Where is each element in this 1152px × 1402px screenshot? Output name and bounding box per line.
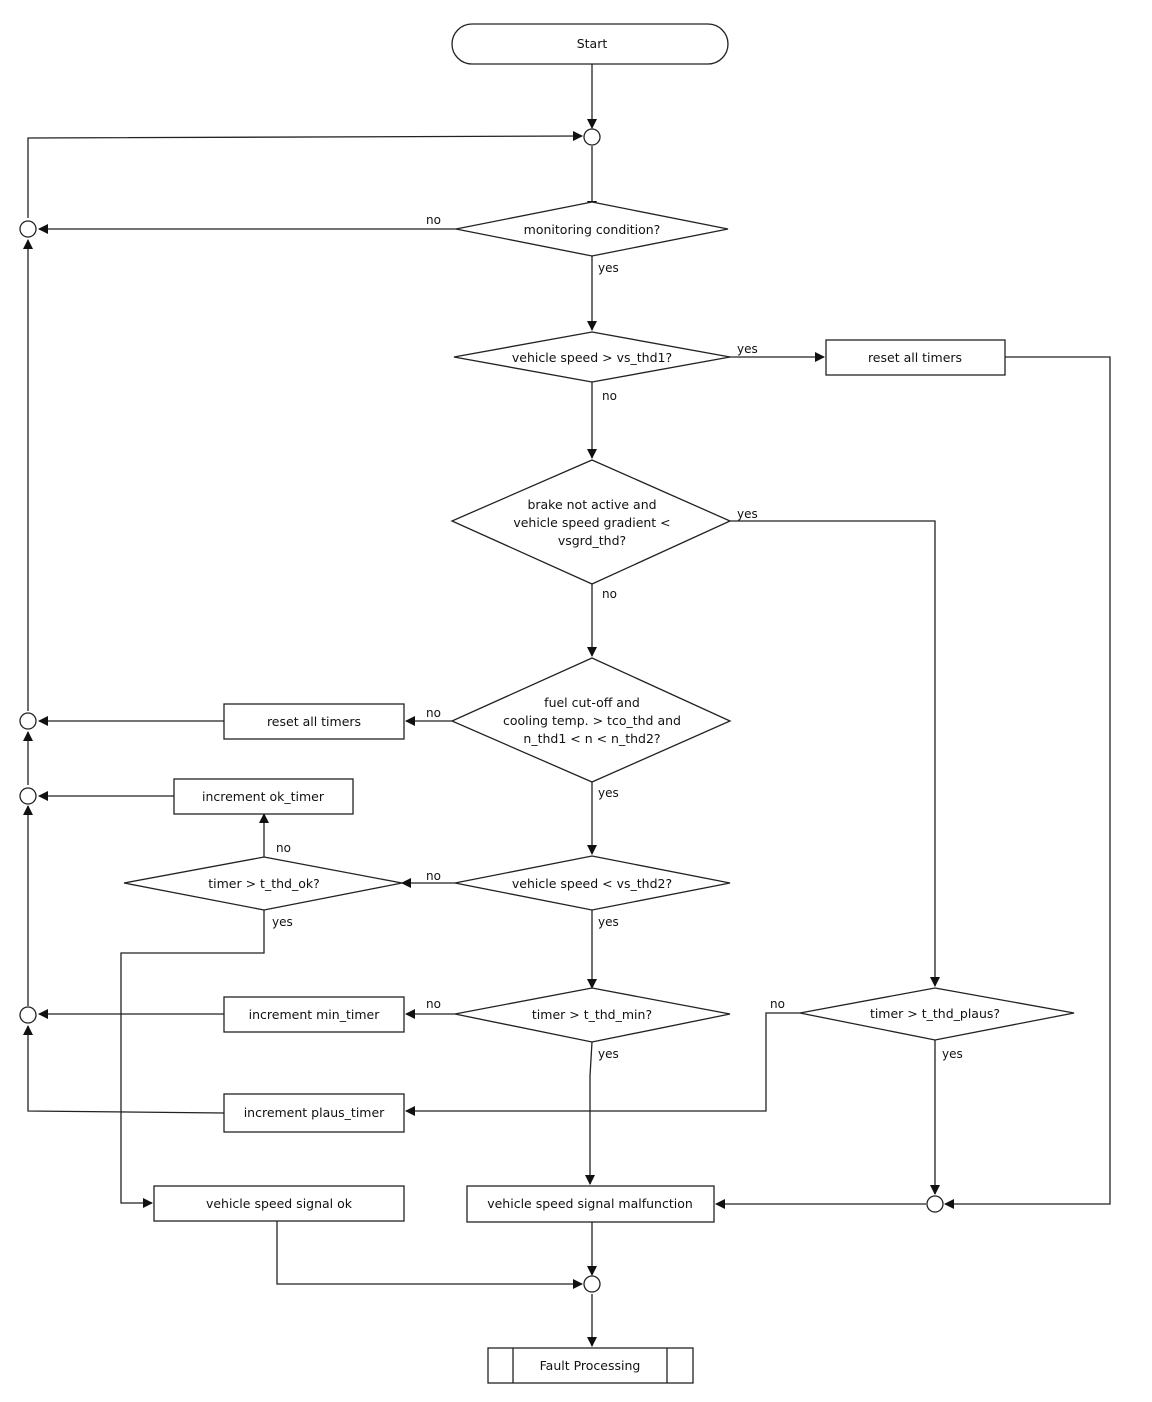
label-vs-thd1-yes: yes [737, 342, 758, 356]
decision-vs-thd2 [454, 855, 731, 911]
process-signal-ok-label: vehicle speed signal ok [206, 1196, 353, 1211]
edge-labels: no yes yes no yes no no yes no no yes ye… [272, 213, 963, 1061]
decision-brake-label-1: brake not active and [527, 497, 656, 512]
process-reset-left-label: reset all timers [267, 714, 361, 729]
decision-timer-min [454, 987, 731, 1043]
process-increment-min-timer-label: increment min_timer [249, 1007, 381, 1022]
junction-right-merge [926, 1195, 944, 1213]
edge-signal-ok-to-merge [276, 1221, 583, 1289]
label-vs-thd2-no: no [426, 869, 441, 883]
decision-vs-thd2-label: vehicle speed < vs_thd2? [512, 876, 672, 891]
process-increment-plaus-timer [223, 1093, 405, 1133]
process-reset-left [223, 703, 405, 740]
label-vs-thd2-yes: yes [598, 915, 619, 929]
subprocess-fault-processing [487, 1347, 694, 1384]
decision-vs-thd1 [453, 331, 731, 383]
junction-left-3 [19, 787, 37, 805]
process-signal-ok [153, 1185, 405, 1222]
decision-timer-min-label: timer > t_thd_min? [532, 1007, 652, 1022]
process-signal-malfunction [466, 1185, 715, 1223]
decision-brake-label-2: vehicle speed gradient < [513, 515, 670, 530]
start-terminal [451, 23, 729, 65]
label-timer-ok-yes: yes [272, 915, 293, 929]
decision-timer-plaus [799, 987, 1075, 1041]
process-increment-ok-timer [173, 778, 354, 815]
process-increment-min-timer [223, 996, 405, 1033]
label-brake-yes: yes [737, 507, 758, 521]
label-fuel-yes: yes [598, 786, 619, 800]
edge-timer-plaus-no [405, 1012, 800, 1116]
process-increment-plaus-timer-label: increment plaus_timer [244, 1105, 385, 1120]
edge-timer-min-yes [585, 1041, 595, 1185]
edge-timer-ok-yes [120, 910, 265, 1208]
process-reset-top [825, 339, 1006, 376]
label-monitoring-yes: yes [598, 261, 619, 275]
decision-brake-label-3: vsgrd_thd? [558, 533, 626, 548]
decision-vs-thd1-label: vehicle speed > vs_thd1? [512, 350, 672, 365]
label-timer-min-yes: yes [598, 1047, 619, 1061]
decision-timer-ok-label: timer > t_thd_ok? [208, 876, 319, 891]
label-vs-thd1-no: no [602, 389, 617, 403]
decision-fuel-label-3: n_thd1 < n < n_thd2? [523, 731, 660, 746]
label-timer-plaus-no: no [770, 997, 785, 1011]
process-increment-ok-timer-label: increment ok_timer [202, 789, 325, 804]
decision-timer-ok [123, 856, 403, 911]
label-brake-no: no [602, 587, 617, 601]
junction-left-1 [19, 220, 37, 238]
subprocess-fault-processing-label: Fault Processing [540, 1358, 641, 1373]
label-timer-min-no: no [426, 997, 441, 1011]
decision-fuel-cutoff [450, 657, 732, 783]
junction-bottom-merge [583, 1275, 601, 1293]
edge-loop-back-top [27, 131, 583, 218]
edge-plaus-to-loop [23, 1025, 225, 1114]
edge-reset-to-merge-right [944, 356, 1111, 1209]
label-monitoring-no: no [426, 213, 441, 227]
label-timer-plaus-yes: yes [942, 1047, 963, 1061]
decision-monitoring-label: monitoring condition? [524, 222, 661, 237]
decision-timer-plaus-label: timer > t_thd_plaus? [870, 1006, 1000, 1021]
process-signal-malfunction-label: vehicle speed signal malfunction [487, 1196, 693, 1211]
junctions [19, 128, 944, 1293]
edge-brake-yes [728, 520, 940, 987]
decision-fuel-label-2: cooling temp. > tco_thd and [503, 713, 681, 728]
junction-top [583, 128, 601, 146]
decision-fuel-label-1: fuel cut-off and [544, 695, 640, 710]
decision-monitoring [455, 201, 729, 257]
start-label: Start [577, 36, 608, 51]
junction-left-4 [19, 1006, 37, 1024]
connectors [23, 64, 1111, 1347]
label-timer-ok-no: no [276, 841, 291, 855]
junction-left-2 [19, 712, 37, 730]
process-reset-top-label: reset all timers [868, 350, 962, 365]
label-fuel-no: no [426, 706, 441, 720]
decision-brake [450, 459, 732, 585]
